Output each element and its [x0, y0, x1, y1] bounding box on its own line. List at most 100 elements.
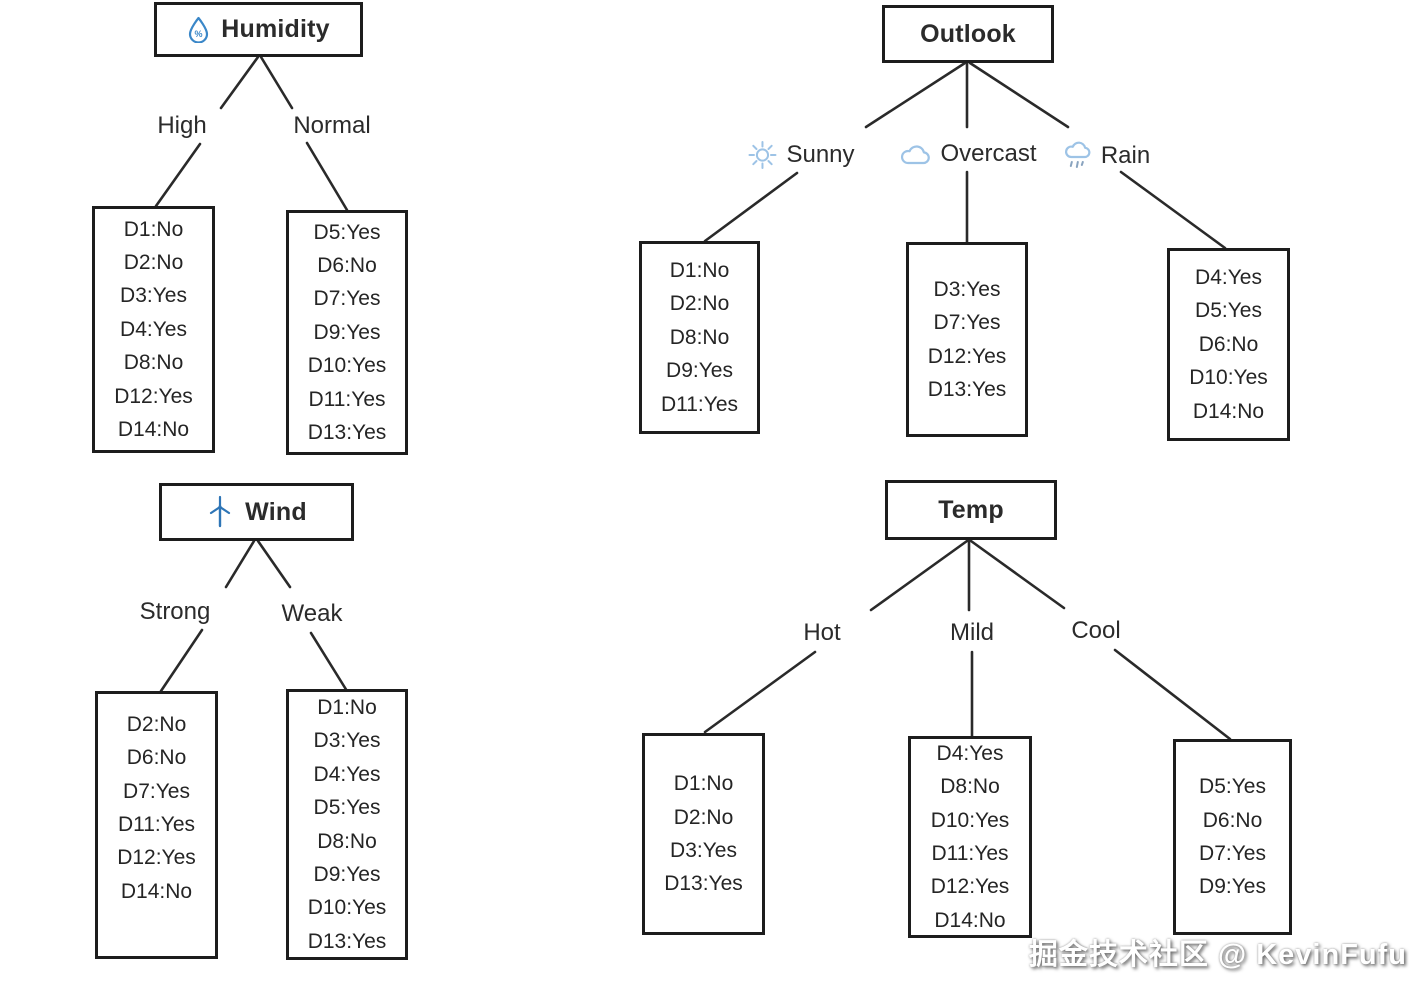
leaf-item: D10:Yes — [307, 354, 387, 378]
leaf-node-wind-weak: D1:No D3:Yes D4:Yes D5:Yes D8:No D9:Yes … — [286, 689, 408, 960]
branch-label-text: Strong — [139, 598, 211, 625]
leaf-node-humidity-normal: D5:Yes D6:No D7:Yes D9:Yes D10:Yes D11:Y… — [286, 210, 408, 455]
leaf-item: D6:No — [1202, 808, 1263, 832]
leaf-node-temp-cool: D5:Yes D6:No D7:Yes D9:Yes — [1173, 739, 1292, 935]
leaf-item: D7:Yes — [313, 287, 381, 311]
leaf-node-outlook-rain: D4:Yes D5:Yes D6:No D10:Yes D14:No — [1167, 248, 1290, 441]
branch-label-text: Sunny — [786, 141, 855, 168]
leaf-item: D8:No — [317, 829, 377, 853]
leaf-item: D3:Yes — [670, 839, 737, 862]
leaf-node-temp-hot: D1:No D2:No D3:Yes D13:Yes — [642, 733, 765, 935]
outlook-title: Outlook — [920, 19, 1016, 48]
leaf-item: D13:Yes — [307, 929, 387, 953]
leaf-item: D11:Yes — [117, 813, 196, 836]
branch-label-weak: Weak — [282, 600, 343, 628]
branch-label-hot: Hot — [803, 619, 840, 647]
wind-turbine-icon — [206, 495, 234, 529]
branch-label-high: High — [157, 112, 206, 140]
leaf-item: D13:Yes — [664, 872, 743, 896]
leaf-item: D13:Yes — [927, 377, 1007, 401]
branch-label-overcast: Overcast — [899, 140, 1037, 168]
leaf-item: D3:Yes — [933, 277, 1001, 301]
leaf-item: D7:Yes — [123, 779, 190, 803]
humidity-title: Humidity — [221, 15, 330, 43]
branch-line — [1119, 170, 1227, 250]
leaf-item: D3:Yes — [120, 284, 187, 308]
branch-label-text: Normal — [293, 112, 371, 139]
leaf-item: D2:No — [669, 292, 730, 316]
branch-line — [159, 628, 204, 693]
rain-cloud-icon — [1064, 140, 1092, 171]
leaf-item: D14:No — [120, 879, 193, 903]
leaf-item: D14:No — [934, 908, 1006, 932]
leaf-item: D8:No — [669, 325, 730, 349]
leaf-item: D12:Yes — [930, 875, 1010, 899]
leaf-item: D14:No — [1192, 399, 1265, 423]
leaf-item: D1:No — [317, 695, 377, 719]
leaf-item: D9:Yes — [1199, 875, 1266, 899]
temp-root-node: Temp — [885, 480, 1057, 540]
branch-label-text: Overcast — [940, 140, 1037, 167]
humidity-droplet-icon: % — [187, 16, 210, 43]
branch-label-text: Rain — [1100, 141, 1151, 169]
branch-line — [219, 55, 260, 110]
leaf-item: D2:No — [123, 250, 184, 274]
leaf-item: D1:No — [123, 217, 184, 241]
branch-line — [703, 171, 799, 243]
leaf-item: D1:No — [669, 258, 730, 282]
leaf-item: D10:Yes — [1189, 366, 1268, 390]
leaf-item: D5:Yes — [1195, 299, 1262, 323]
leaf-item: D3:Yes — [313, 729, 381, 753]
branch-line — [968, 61, 1070, 129]
branch-line — [309, 631, 349, 693]
leaf-item: D5:Yes — [313, 220, 381, 244]
leaf-item: D8:No — [123, 351, 184, 375]
sun-icon — [747, 140, 777, 170]
leaf-node-humidity-high: D1:No D2:No D3:Yes D4:Yes D8:No D12:Yes … — [92, 206, 215, 453]
humidity-root-node: % Humidity — [154, 2, 363, 57]
leaf-item: D4:Yes — [936, 741, 1004, 765]
leaf-item: D12:Yes — [927, 344, 1007, 368]
leaf-item: D11:Yes — [660, 392, 739, 416]
branch-label-cool: Cool — [1071, 617, 1120, 645]
branch-label-strong: Strong — [140, 598, 211, 626]
leaf-item: D9:Yes — [313, 320, 381, 344]
leaf-item: D4:Yes — [1195, 265, 1262, 289]
leaf-item: D9:Yes — [313, 862, 381, 886]
branch-label-text: Weak — [281, 600, 343, 627]
wind-title: Wind — [245, 497, 307, 526]
leaf-item: D4:Yes — [313, 762, 381, 786]
branch-line — [256, 539, 292, 589]
leaf-item: D5:Yes — [1199, 775, 1266, 799]
svg-text:%: % — [195, 29, 203, 39]
leaf-node-temp-mild: D4:Yes D8:No D10:Yes D11:Yes D12:Yes D14… — [908, 736, 1032, 938]
leaf-item: D2:No — [673, 805, 734, 829]
branch-line — [864, 61, 967, 129]
leaf-item: D13:Yes — [307, 421, 387, 445]
leaf-item: D1:No — [673, 772, 734, 796]
leaf-item: D4:Yes — [120, 317, 187, 341]
branch-label-sunny: Sunny — [747, 140, 855, 170]
branch-label-rain: Rain — [1064, 140, 1150, 171]
branch-line — [869, 539, 969, 612]
wind-root-node: Wind — [159, 483, 354, 541]
leaf-item: D14:No — [117, 418, 190, 442]
cloud-icon — [899, 143, 931, 166]
leaf-item: D6:No — [1198, 332, 1259, 356]
leaf-node-outlook-sunny: D1:No D2:No D8:No D9:Yes D11:Yes — [639, 241, 760, 434]
leaf-item: D6:No — [317, 253, 377, 277]
branch-label-text: Hot — [803, 619, 841, 646]
branch-label-text: High — [157, 112, 207, 139]
leaf-item: D10:Yes — [307, 896, 387, 920]
leaf-item: D5:Yes — [313, 796, 381, 820]
branch-line — [969, 539, 1066, 610]
leaf-item: D12:Yes — [114, 384, 193, 408]
branch-line — [305, 141, 349, 212]
outlook-root-node: Outlook — [882, 5, 1054, 63]
leaf-item: D11:Yes — [931, 842, 1009, 865]
leaf-item: D7:Yes — [933, 311, 1001, 335]
leaf-item: D8:No — [940, 775, 1000, 799]
leaf-item: D10:Yes — [930, 808, 1010, 832]
branch-label-mild: Mild — [950, 619, 994, 647]
leaf-item: D6:No — [126, 746, 187, 770]
